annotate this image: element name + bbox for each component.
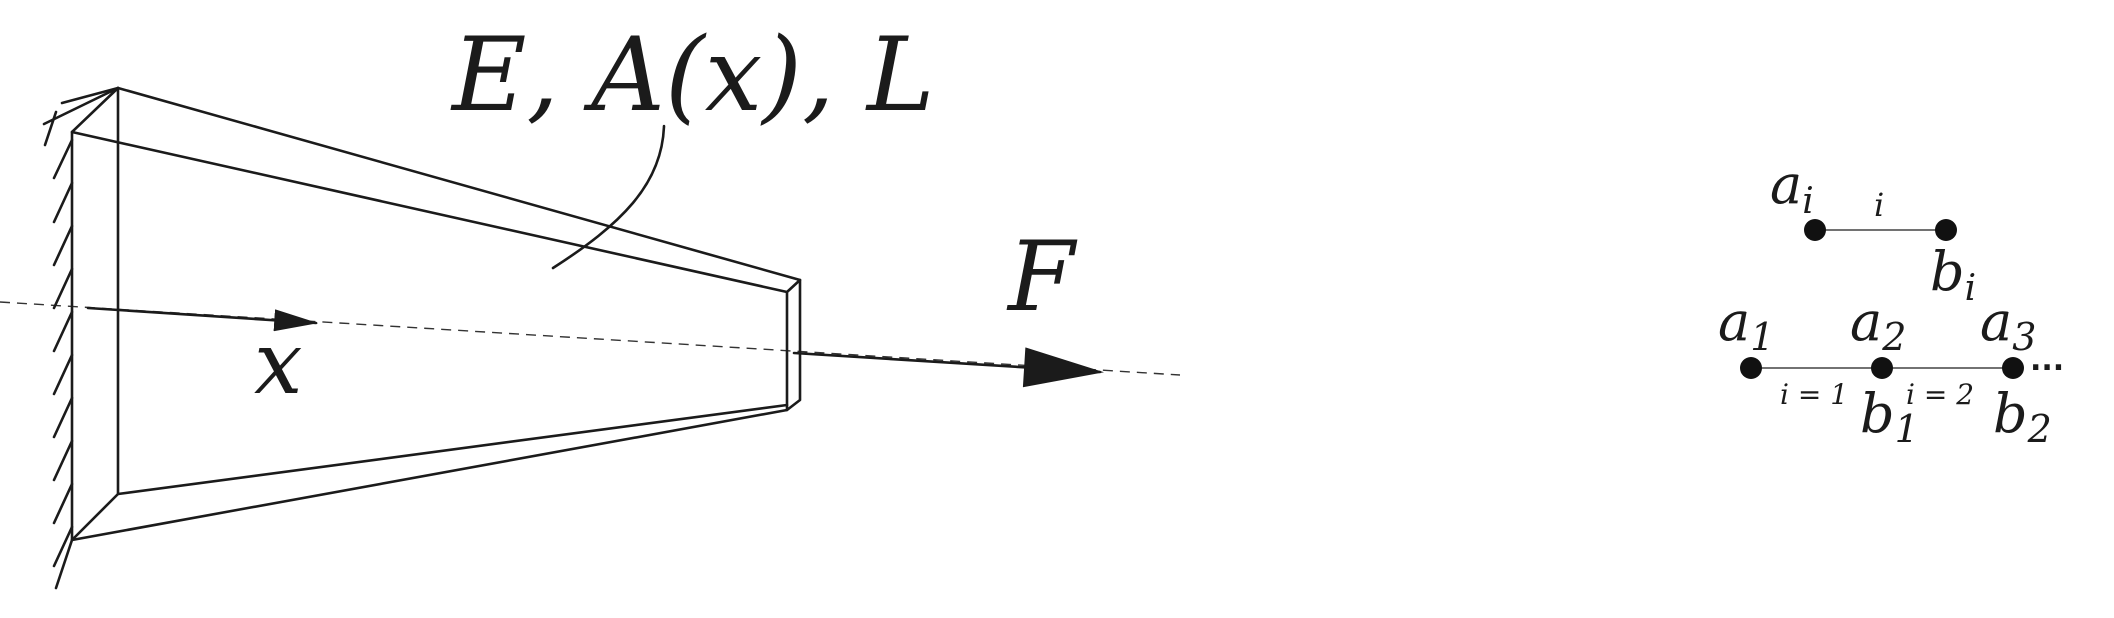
- node-b-i-label: bi: [1930, 240, 1976, 309]
- node-a2-label: a2: [1850, 290, 1906, 359]
- x-axis-label: x: [254, 314, 303, 414]
- node-a1-label: a1: [1718, 290, 1774, 359]
- element-1-label: i = 1: [1780, 378, 1848, 411]
- properties-label: E, A(x), L: [450, 16, 935, 135]
- node-a3-label: a3: [1980, 290, 2036, 359]
- force-label: F: [1006, 221, 1078, 333]
- node-a3-b2: [2002, 357, 2024, 379]
- chain-continuation: ...: [2030, 343, 2064, 378]
- properties-leader-curve: [551, 124, 666, 270]
- element-chain: a1 a2 a3 b1 b2 i = 1 i = 2 ...: [1718, 290, 2064, 451]
- node-b1-label: b1: [1860, 382, 1919, 451]
- x-axis-arrow: [86, 306, 319, 332]
- node-a2-b1: [1871, 357, 1893, 379]
- node-b-i: [1935, 219, 1957, 241]
- node-a-i-label: ai: [1770, 153, 1814, 222]
- element-node-figure: ai i bi a1 a2 a3 b1 b2 i = 1 i = 2 ...: [1718, 153, 2064, 451]
- node-a1: [1740, 357, 1762, 379]
- node-b2-label: b2: [1993, 382, 2052, 451]
- fixed-wall-hatching: [42, 86, 120, 590]
- tapered-bar-body: [70, 86, 802, 542]
- node-a-i: [1804, 219, 1826, 241]
- element-2-label: i = 2: [1906, 378, 1974, 411]
- element-i-label: i: [1874, 186, 1884, 224]
- single-element: ai i bi: [1770, 153, 1976, 309]
- tapered-bar-figure: E, A(x), L x F: [0, 16, 1181, 590]
- force-arrow: [792, 347, 1104, 388]
